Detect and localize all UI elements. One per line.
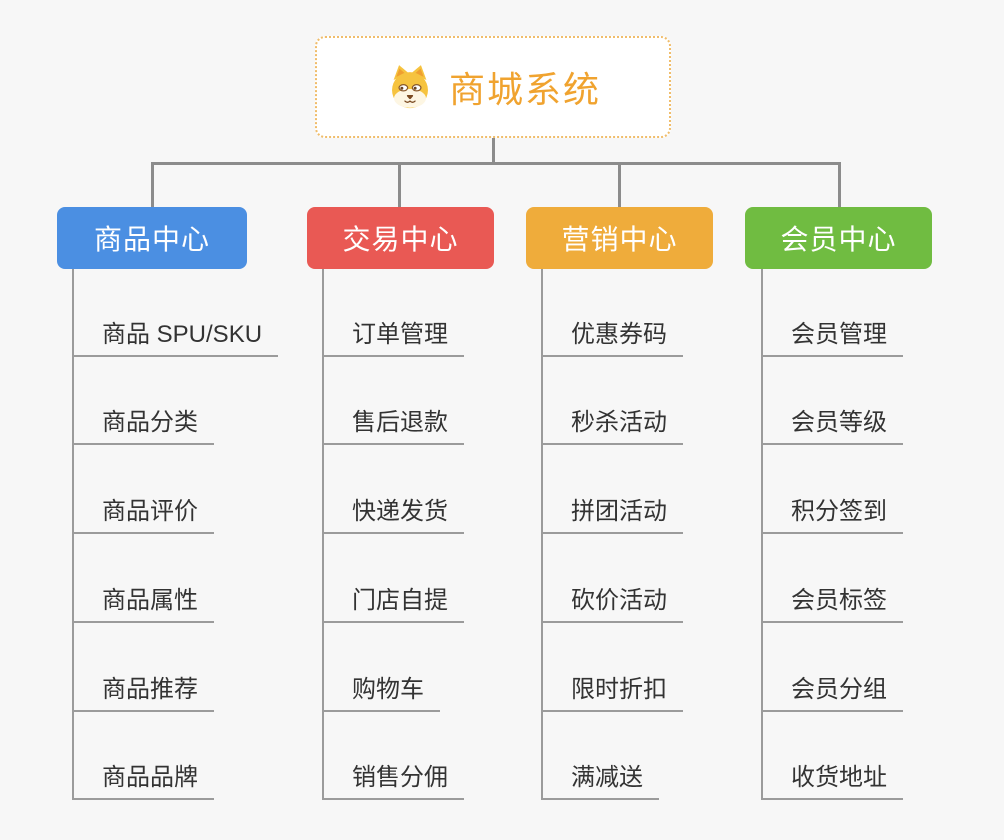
child-topic[interactable]: 售后退款 [322, 397, 464, 445]
child-topic[interactable]: 会员标签 [761, 575, 903, 623]
connector-root-stub [492, 138, 495, 164]
child-topic[interactable]: 商品评价 [72, 486, 214, 534]
root-title: 商城系统 [448, 69, 601, 110]
connector-drop-4 [838, 163, 841, 208]
connector-trunk-3 [541, 269, 543, 800]
child-topic[interactable]: 会员分组 [761, 664, 903, 712]
child-topic[interactable]: 商品品牌 [72, 752, 214, 800]
child-topic[interactable]: 商品属性 [72, 575, 214, 623]
dog-face-icon [385, 62, 435, 112]
branch-node-product[interactable]: 商品中心 [57, 207, 247, 269]
child-topic[interactable]: 优惠券码 [541, 309, 683, 357]
child-topic[interactable]: 收货地址 [761, 752, 903, 800]
child-topic[interactable]: 限时折扣 [541, 664, 683, 712]
branch-node-trade[interactable]: 交易中心 [307, 207, 494, 269]
child-topic[interactable]: 购物车 [322, 664, 440, 712]
child-topic[interactable]: 砍价活动 [541, 575, 683, 623]
connector-trunk-2 [322, 269, 324, 800]
connector-drop-2 [398, 163, 401, 208]
connector-drop-1 [151, 163, 154, 208]
branch-node-marketing[interactable]: 营销中心 [526, 207, 713, 269]
child-topic[interactable]: 订单管理 [322, 309, 464, 357]
child-topic[interactable]: 销售分佣 [322, 752, 464, 800]
child-topic[interactable]: 门店自提 [322, 575, 464, 623]
child-topic[interactable]: 快递发货 [322, 486, 464, 534]
child-topic[interactable]: 商品分类 [72, 397, 214, 445]
branch-node-member[interactable]: 会员中心 [745, 207, 932, 269]
child-topic[interactable]: 拼团活动 [541, 486, 683, 534]
connector-trunk-1 [72, 269, 74, 800]
child-topic[interactable]: 商品 SPU/SKU [72, 309, 279, 357]
child-topic[interactable]: 会员等级 [761, 397, 903, 445]
child-topic[interactable]: 积分签到 [761, 486, 903, 534]
connector-trunk-4 [761, 269, 763, 800]
connector-horizontal-bar [151, 162, 841, 165]
child-topic[interactable]: 秒杀活动 [541, 397, 683, 445]
child-topic[interactable]: 满减送 [541, 752, 659, 800]
child-topic[interactable]: 商品推荐 [72, 664, 214, 712]
child-topic[interactable]: 会员管理 [761, 309, 903, 357]
root-node[interactable]: 商城系统 [315, 36, 671, 138]
connector-drop-3 [618, 163, 621, 208]
